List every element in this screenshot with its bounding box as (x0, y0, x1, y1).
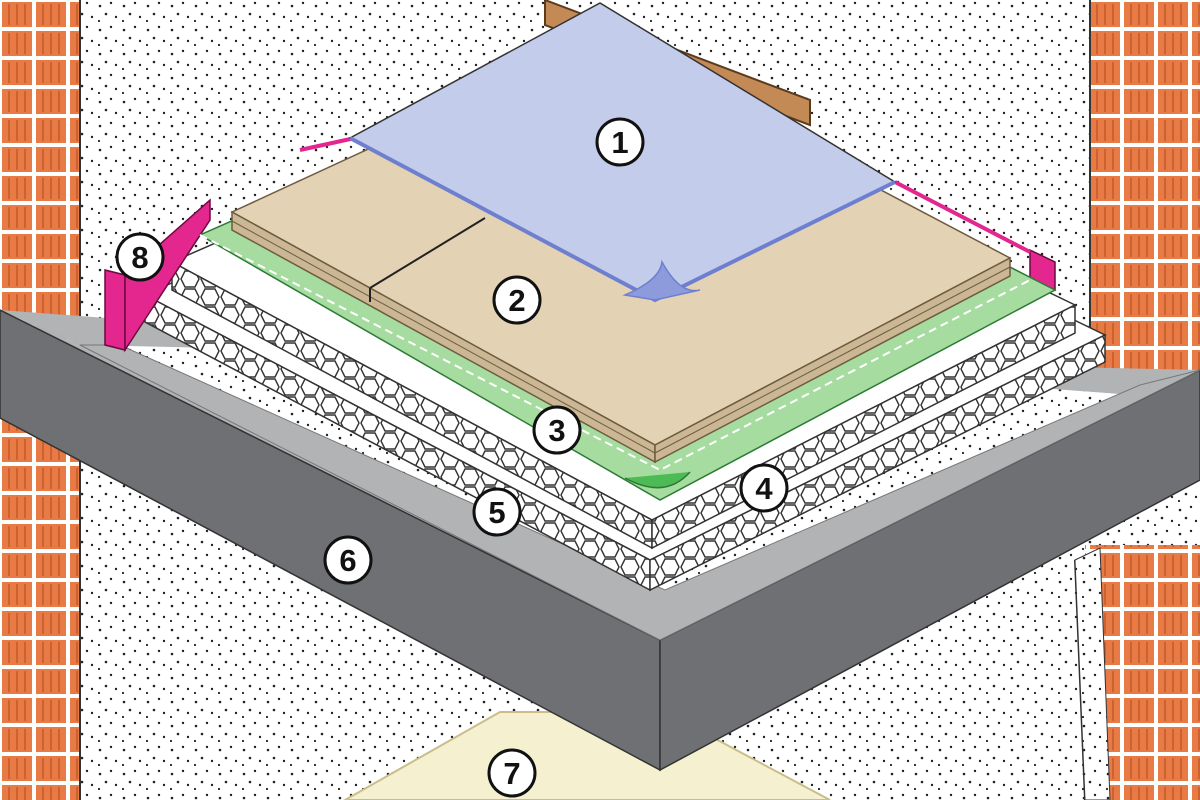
edge-strip (104, 136, 1056, 353)
callout-8: 8 (115, 232, 165, 282)
brick-column-right (1074, 0, 1200, 800)
callout-label-1: 1 (611, 125, 628, 160)
callout-label-3: 3 (548, 413, 565, 448)
callout-label-4: 4 (755, 471, 773, 506)
callout-3: 3 (532, 405, 582, 455)
brick-wall-left-lower (0, 420, 80, 800)
callouts: 1 2 3 4 5 6 7 8 (115, 117, 789, 798)
brick-wall-left-upper (0, 0, 80, 340)
callout-1: 1 (595, 117, 645, 167)
callout-6: 6 (323, 535, 373, 585)
callout-4: 4 (739, 463, 789, 513)
callout-5: 5 (472, 487, 522, 537)
callout-2: 2 (492, 275, 542, 325)
callout-label-2: 2 (508, 283, 525, 318)
callout-label-6: 6 (339, 543, 356, 578)
callout-label-5: 5 (488, 495, 505, 530)
callout-label-7: 7 (503, 756, 520, 791)
brick-wall-right-upper (1090, 0, 1200, 380)
callout-label-8: 8 (131, 240, 148, 275)
brick-column-left (0, 0, 81, 800)
callout-7: 7 (487, 748, 537, 798)
